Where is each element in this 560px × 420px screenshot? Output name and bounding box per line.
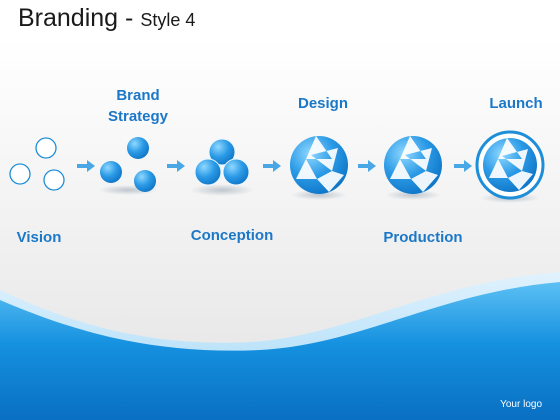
title-bar: Branding - Style 4	[0, 0, 560, 38]
slide-title: Branding - Style 4	[18, 4, 195, 33]
stage-label-launch: Launch	[489, 95, 543, 112]
footer-logo-text: Your logo	[500, 399, 542, 410]
stage-label-production: Production	[383, 229, 463, 246]
title-sub: Style 4	[140, 10, 196, 30]
arrow-right-icon	[77, 160, 95, 172]
stage-label-vision: Vision	[16, 229, 62, 246]
title-main: Branding -	[18, 4, 134, 32]
aperture-ring-icon	[475, 130, 545, 203]
stage-label-conception: Conception	[190, 227, 274, 244]
stage-label-design: Design	[297, 95, 348, 112]
aperture-icon	[384, 136, 442, 200]
arrow-right-icon	[263, 160, 281, 172]
arrow-right-icon	[167, 160, 185, 172]
filled-circles-icon	[98, 137, 158, 195]
clustered-circles-icon	[190, 138, 254, 196]
outline-circles-icon	[9, 137, 65, 191]
stage-label-brand-strategy: Brand Strategy	[107, 87, 169, 125]
arrow-right-icon	[454, 160, 472, 172]
aperture-icon	[290, 136, 348, 200]
arrow-right-icon	[358, 160, 376, 172]
